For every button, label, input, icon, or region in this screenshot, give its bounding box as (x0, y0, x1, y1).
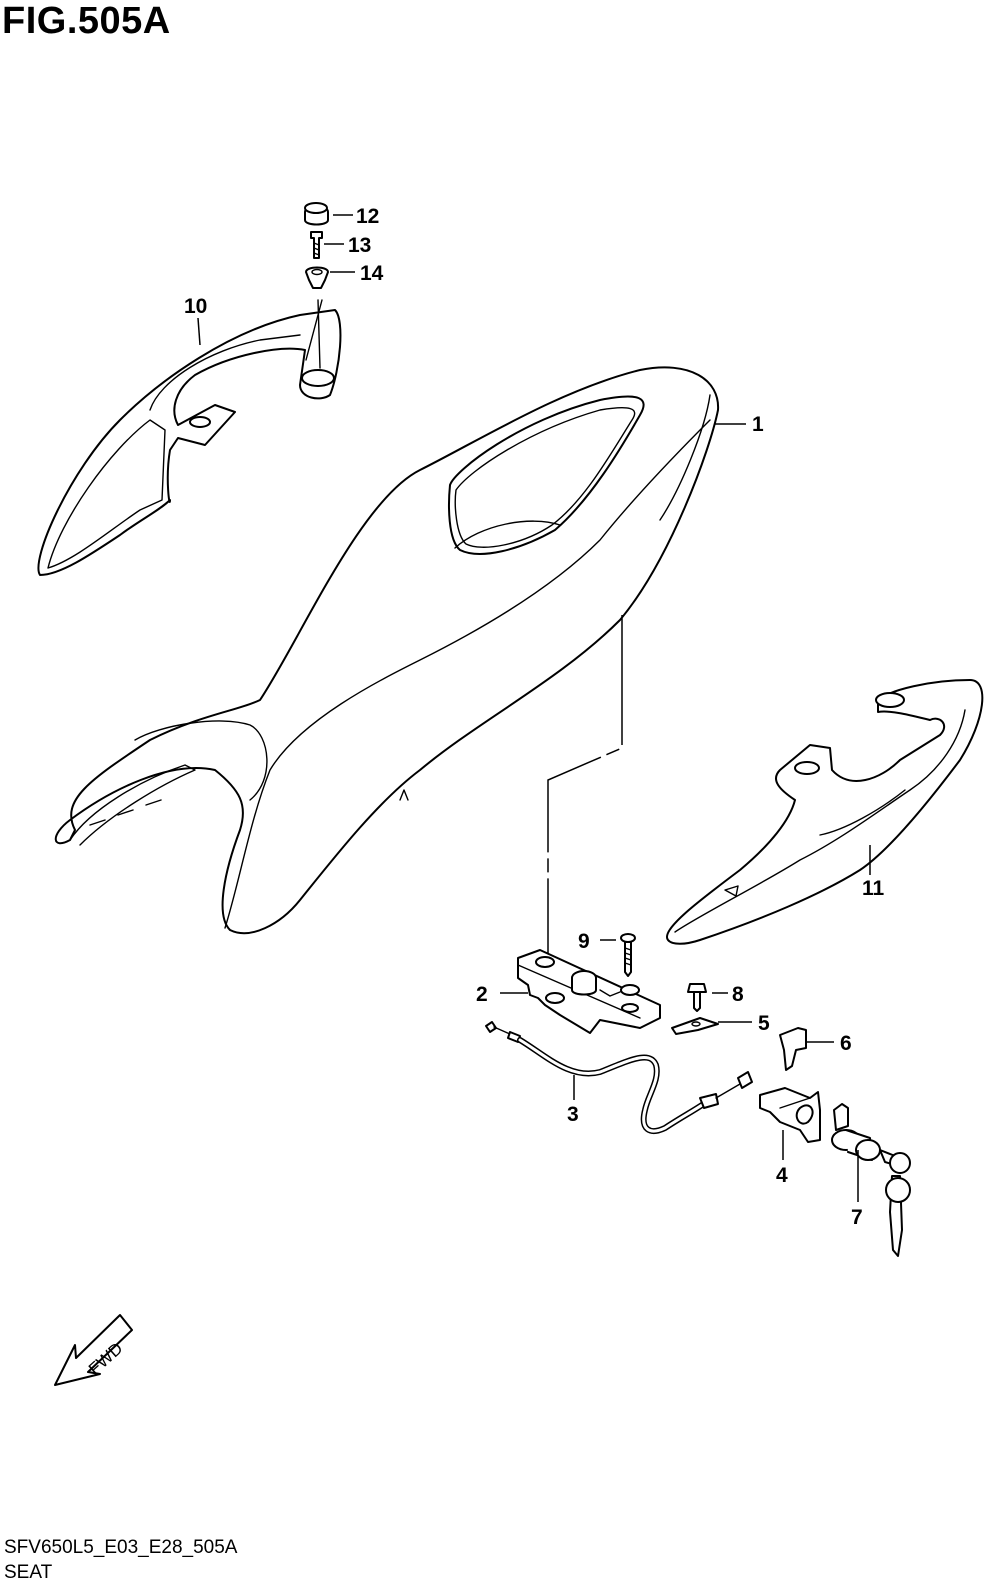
seat-lock-set-drawing (831, 1103, 911, 1257)
bolt-drawing (687, 983, 707, 1012)
clip-drawing (671, 1017, 719, 1035)
screw-drawing (620, 933, 636, 977)
callout-2: 2 (476, 983, 488, 1006)
figure-code: SFV650L5_E03_E28_505A (4, 1537, 238, 1558)
callout-9: 9 (578, 930, 590, 953)
callout-3: 3 (567, 1103, 579, 1126)
pillion-handle-right-drawing (666, 679, 984, 945)
cap-bolt-washer-drawing (304, 202, 329, 289)
callout-labels: 1 2 3 4 5 6 7 8 9 10 11 12 13 14 (184, 205, 885, 1229)
seat-lock-bracket-drawing (517, 949, 661, 1034)
callout-6: 6 (840, 1032, 852, 1055)
callout-1: 1 (752, 413, 764, 436)
callout-14: 14 (360, 262, 384, 285)
forward-direction-arrow: FWD (54, 1314, 133, 1386)
seat-drawing (54, 366, 720, 935)
lock-holder-bracket-drawing (759, 1087, 821, 1143)
callout-13: 13 (348, 234, 371, 257)
figure-title: FIG.505A (2, 0, 171, 42)
callout-5: 5 (758, 1012, 770, 1035)
callout-12: 12 (356, 205, 379, 228)
leader-lines (197, 214, 871, 1202)
callout-4: 4 (776, 1164, 788, 1187)
callout-7: 7 (851, 1206, 863, 1229)
seat-lock-cable-drawing (485, 1021, 753, 1134)
callout-10: 10 (184, 295, 207, 318)
callout-8: 8 (732, 983, 744, 1006)
pillion-handle-left-drawing (37, 299, 342, 576)
figure-caption: SEAT (4, 1562, 53, 1583)
callout-11: 11 (862, 877, 885, 900)
clamp-drawing (779, 1027, 807, 1071)
